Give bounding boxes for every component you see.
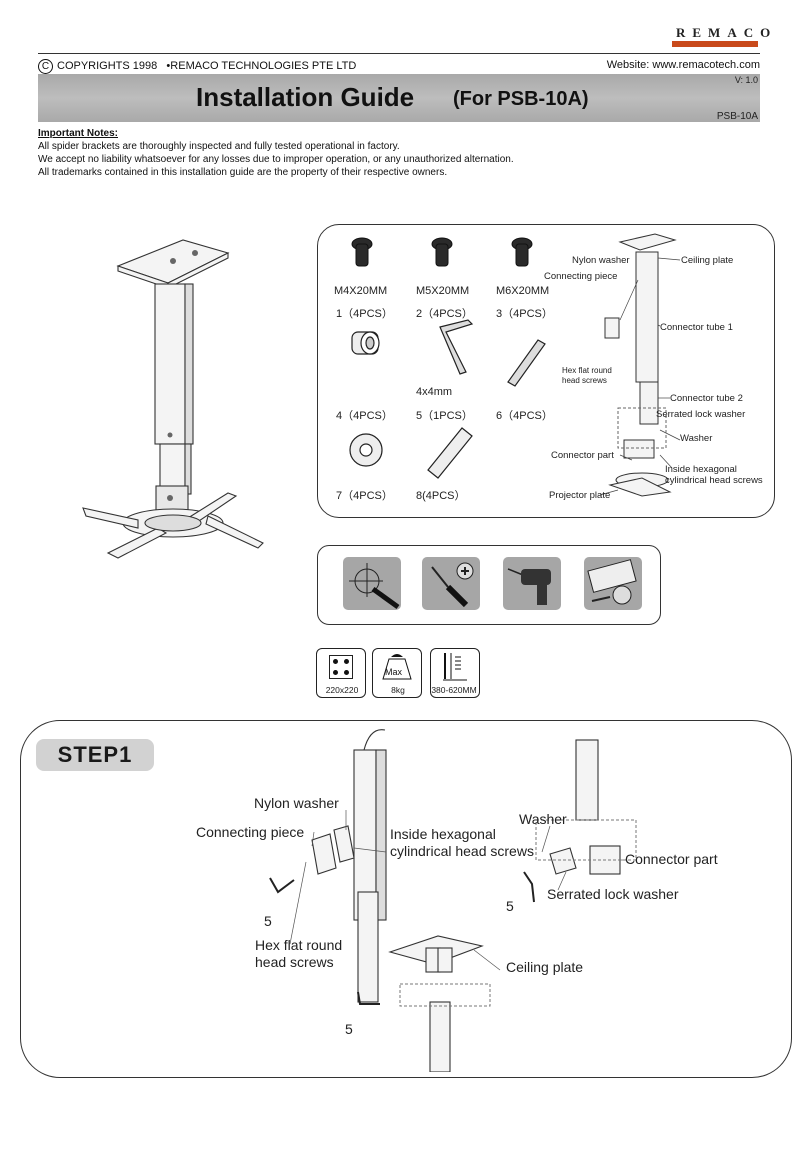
label-serrated-lock-washer: Serrated lock washer [656,409,746,420]
part-8-qty: 8(4PCS） [416,490,466,502]
label-connector-part: Connector part [551,450,614,461]
wood-screw-icon [507,339,546,387]
bracket-overview-drawing [82,239,264,559]
tape-measure-icon [587,559,637,605]
note-line: We accept no liability whatsoever for an… [38,154,514,165]
marking-pencil-icon [349,563,400,610]
step1-drawings [269,729,637,1072]
step1-ceiling-plate: Ceiling plate [506,959,584,975]
step1-connecting-piece: Connecting piece [196,824,305,840]
tool-tape-measure [584,557,642,610]
step1-serrated-lock-washer: Serrated lock washer [547,886,679,902]
parts-panel [317,224,775,518]
part-6-qty: 6（4PCS） [496,410,553,422]
label-connecting-piece: Connecting piece [544,271,618,282]
spec-drop-range-label: 380-620MM [431,685,477,695]
step1-title: STEP1 [36,739,154,771]
screwdriver-icon [431,562,474,608]
part-4-qty: 4（4PCS） [336,410,393,422]
label-ceiling-plate: Ceiling plate [681,255,734,266]
hex-key-a [269,877,295,894]
spacer-icon [351,331,380,355]
part-m6-label: M6X20MM [496,285,550,297]
notes-heading: Important Notes: [38,128,118,139]
hex-key-icon [439,319,474,375]
spec-max-load-label: 8kg [391,685,405,695]
important-notes: Important Notes: All spider brackets are… [38,127,514,179]
page-title: Installation Guide [196,82,415,112]
note-line: All trademarks contained in this install… [38,167,448,178]
spec-max-load: Max [372,648,422,698]
label-nylon-washer: Nylon washer [572,255,630,266]
step1-nylon-washer: Nylon washer [254,795,339,811]
company-logo: REMACO [676,25,778,40]
hex-key-b [523,871,535,903]
bolt-m6-icon [511,237,533,267]
wall-anchor-icon [427,427,473,479]
step1-tool-num-b: 5 [506,898,514,914]
company-name: REMACO TECHNOLOGIES PTE LTD [170,60,357,72]
label-washer: Washer [680,433,713,444]
ceiling-drop-icon [443,653,467,681]
power-drill-icon [507,568,551,605]
part-7-qty: 7（4PCS） [336,490,393,502]
step1-tool-num-c: 5 [345,1021,353,1037]
washer-icon [349,433,383,467]
spec-plate-size-label: 220x220 [325,685,359,695]
part-1-qty: 1（4PCS） [336,308,393,320]
part-m5-label: M5X20MM [416,285,470,297]
max-label: Max [385,667,403,677]
spec-plate-size [316,648,366,698]
bolt-m4-icon [351,237,373,267]
label-projector-plate: Projector plate [549,490,611,501]
weight-icon [382,654,412,680]
tool-drill [503,557,561,610]
spec-drop-range [430,648,480,698]
tool-marking [343,557,401,610]
step1-tool-num-a: 5 [264,913,272,929]
version-label: V: 1.0 [734,75,758,85]
step1-connector-part: Connector part [625,851,718,867]
step1-panel [20,720,792,1078]
model-label: PSB-10A [716,111,758,122]
title-bar [38,74,760,122]
hex-key-size: 4x4mm [416,386,453,398]
mounting-holes-icon [329,655,353,679]
exploded-diagram [599,233,681,497]
label-connector-tube-1: Connector tube 1 [660,322,733,333]
parts-drawings [349,237,546,479]
website: Website: www.remacotech.com [606,59,760,71]
page-subtitle: (For PSB-10A) [453,88,589,110]
copyright-text: COPYRIGHTS 1998 [57,60,158,72]
tools-panel [317,545,661,625]
note-line: All spider brackets are thoroughly inspe… [38,141,400,152]
bolt-m5-icon [431,237,453,267]
tool-screwdriver [422,557,480,610]
label-connector-tube-2: Connector tube 2 [670,393,743,404]
logo-bar [672,41,758,47]
part-m4-label: M4X20MM [334,285,388,297]
part-2-qty: 2（4PCS） [416,308,473,320]
header-rule [38,53,760,54]
hex-key-c [357,991,380,1005]
part-3-qty: 3（4PCS） [496,308,553,320]
step1-washer: Washer [519,811,567,827]
copyright-icon: C [38,59,53,74]
part-5-qty: 5（1PCS） [416,410,473,422]
